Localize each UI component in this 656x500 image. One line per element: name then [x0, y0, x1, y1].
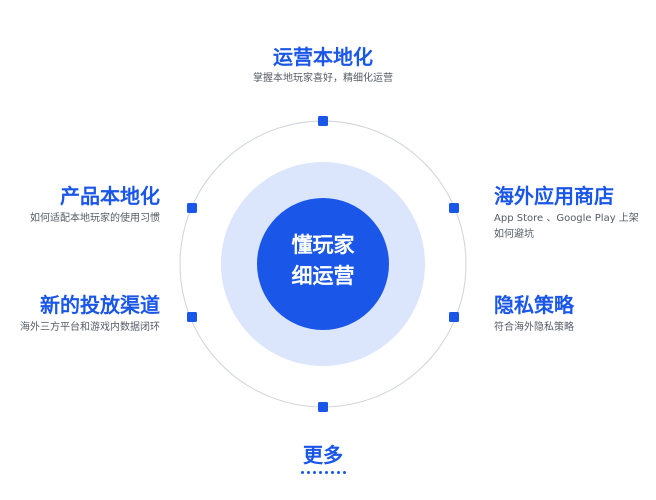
node-right-upper-title: 海外应用商店	[494, 184, 614, 208]
marker-left-lower	[187, 312, 197, 322]
node-top-title: 运营本地化	[273, 45, 373, 69]
more-link[interactable]: 更多	[288, 443, 358, 474]
center-label: 懂玩家 细运营	[258, 230, 388, 292]
node-right-upper-desc-1: App Store 、Google Play 上架	[494, 213, 639, 224]
center-line-2: 细运营	[291, 264, 355, 288]
node-left-upper-title: 产品本地化	[60, 184, 160, 208]
node-right-lower-desc: 符合海外隐私策略	[494, 322, 574, 333]
node-left-lower: 新的投放渠道 海外三方平台和游戏内数据闭环	[20, 293, 160, 336]
marker-top	[318, 116, 328, 126]
node-left-lower-title: 新的投放渠道	[40, 293, 160, 317]
node-top-desc: 掌握本地玩家喜好，精细化运营	[253, 73, 393, 84]
center-core	[257, 198, 389, 330]
marker-right-upper	[449, 203, 459, 213]
node-left-upper: 产品本地化 如何适配本地玩家的使用习惯	[30, 184, 160, 227]
more-dots-decoration	[288, 471, 358, 474]
marker-bottom	[318, 402, 328, 412]
node-left-lower-desc: 海外三方平台和游戏内数据闭环	[20, 322, 160, 333]
node-left-upper-desc: 如何适配本地玩家的使用习惯	[30, 213, 160, 224]
node-right-upper: 海外应用商店 App Store 、Google Play 上架 如何避坑	[494, 184, 639, 243]
center-line-1: 懂玩家	[291, 233, 355, 257]
node-right-upper-desc-2: 如何避坑	[494, 229, 534, 240]
marker-right-lower	[449, 312, 459, 322]
marker-left-upper	[187, 203, 197, 213]
more-label: 更多	[303, 443, 343, 467]
node-right-lower-title: 隐私策略	[494, 293, 574, 317]
node-top: 运营本地化 掌握本地玩家喜好，精细化运营	[223, 45, 423, 87]
node-right-lower: 隐私策略 符合海外隐私策略	[494, 293, 574, 336]
